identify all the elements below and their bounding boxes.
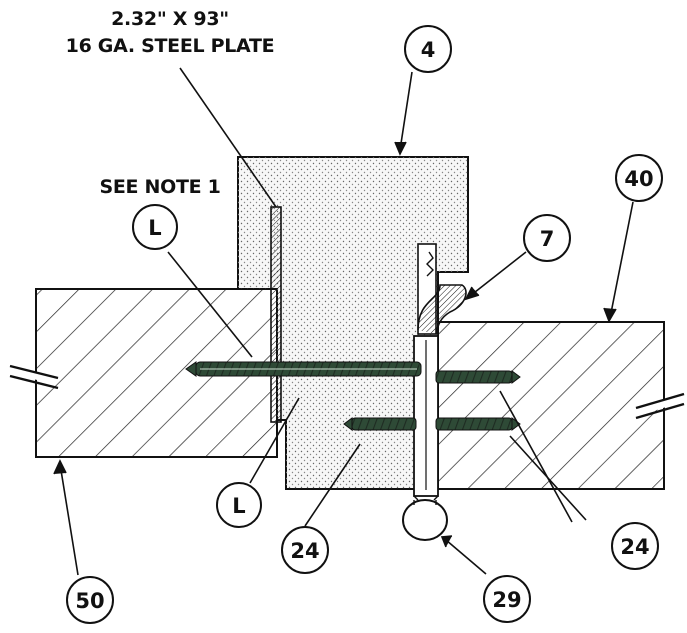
plate-material-note: 16 GA. STEEL PLATE [66,35,275,57]
screw-right-upper [435,370,521,384]
screw-left-lower [343,417,417,431]
plate-dimension-note: 2.32" X 93" [111,8,229,30]
screw-upper-long [185,361,422,377]
end-bead [402,499,448,541]
steel-plate [270,206,282,423]
callout-50: 50 [66,576,114,624]
callout-L-bottom-label: L [232,494,245,518]
callout-L-top-label: L [148,216,161,240]
callout-40-label: 40 [624,167,653,191]
callout-7-label: 7 [540,227,555,251]
callout-24-left-label: 24 [290,539,319,563]
leader-lines [53,67,634,576]
screws [185,361,521,431]
break-mark-left [9,364,59,390]
callout-40: 40 [615,154,663,202]
callout-24-right: 24 [611,522,659,570]
callout-50-label: 50 [75,589,104,613]
callout-29-label: 29 [492,588,521,612]
screw-right-lower [435,417,521,431]
callout-7: 7 [523,214,571,262]
callout-L-bottom: L [216,482,262,528]
break-mark-right [634,392,685,420]
callout-29: 29 [483,575,531,623]
frame-core-block [237,156,469,490]
see-note-label: SEE NOTE 1 [99,176,220,198]
right-wall-member [430,321,665,490]
callout-L-top: L [132,204,178,250]
callout-4: 4 [404,25,452,73]
callout-4-label: 4 [421,38,436,62]
callout-24-left: 24 [281,526,329,574]
callout-24-right-label: 24 [620,535,649,559]
